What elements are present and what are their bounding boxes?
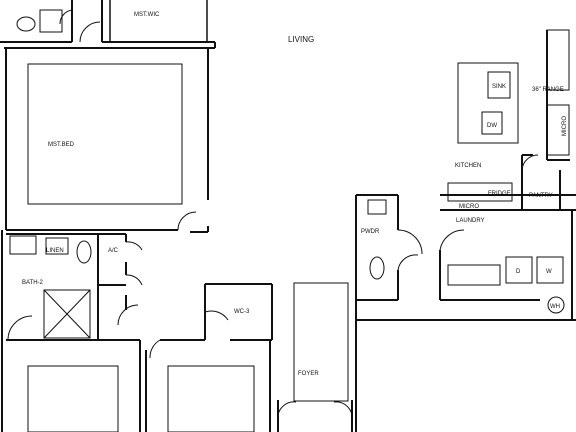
room-label-mst-wic: MST.WIC: [134, 12, 160, 18]
room-label-washer: W: [546, 269, 552, 275]
room-label-ac: A/C: [108, 248, 119, 254]
room-label-pantry: PANTRY: [529, 193, 553, 199]
bed-outline: [167, 365, 255, 432]
dryer-icon: [505, 256, 533, 284]
foyer-closet: [293, 282, 349, 402]
room-label-micro: MICRO: [459, 204, 479, 210]
room-label-foyer: FOYER: [298, 371, 319, 377]
dishwasher-icon: [481, 111, 503, 135]
water-heater-icon: [547, 296, 565, 314]
room-label-sink: SINK: [492, 84, 506, 90]
toilet-icon: [16, 16, 36, 32]
range-counter: [546, 29, 570, 91]
pwdr-sink-icon: [367, 199, 387, 215]
room-label-linen: LINEN: [46, 248, 64, 254]
fridge-box: [447, 182, 513, 202]
room-label-bath-2: BATH-2: [22, 280, 44, 286]
room-label-pwdr: PWDR: [361, 229, 380, 235]
room-label-range: 36" RANGE: [532, 87, 564, 93]
washer-icon: [536, 256, 564, 284]
room-label-micro-2: MICRO: [562, 116, 568, 136]
room-label-dryer: D: [516, 269, 521, 275]
laundry-counter: [447, 264, 501, 286]
room-label-living: LIVING: [288, 35, 314, 44]
shower-icon: [43, 289, 91, 339]
bed-outline: [27, 365, 119, 432]
range-counter-lower: [546, 104, 570, 156]
closet-inner-box: [27, 63, 183, 205]
sink-icon: [487, 71, 511, 99]
room-label-dw: DW: [487, 123, 497, 129]
room-label-fridge: FRIDGE: [488, 191, 511, 197]
vanity-sink-icon: [9, 235, 37, 255]
linen-shelf: [45, 237, 69, 255]
room-label-wc-3: WC-3: [234, 309, 250, 315]
room-label-mst-bed: MST.BED: [48, 142, 75, 148]
room-label-water-heater: WH: [550, 304, 560, 310]
master-vanity: [39, 9, 63, 33]
room-label-laundry: LAUNDRY: [456, 218, 485, 224]
kitchen-island: [457, 62, 519, 144]
room-label-kitchen: KITCHEN: [455, 163, 481, 169]
toilet-icon: [76, 240, 92, 264]
toilet-icon: [369, 256, 385, 280]
